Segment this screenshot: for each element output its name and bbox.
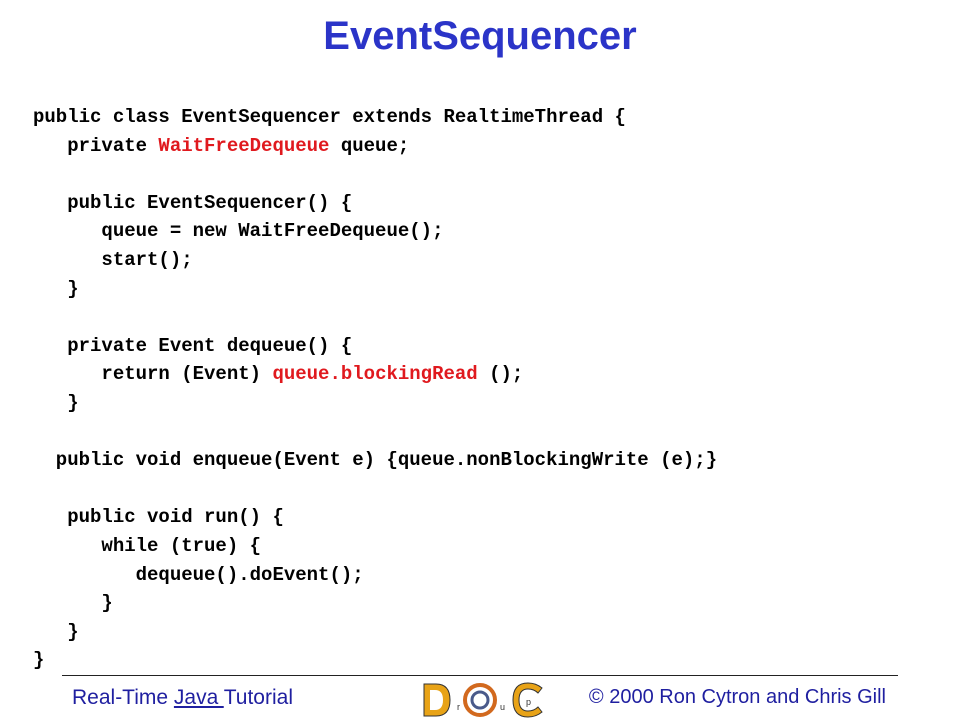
footer-copyright: © 2000 Ron Cytron and Chris Gill — [588, 686, 886, 708]
logo-c-shape — [512, 682, 543, 718]
footer-course-prefix: Real-Time — [72, 686, 174, 709]
code-text: queue; — [329, 134, 410, 157]
code-line: } — [33, 275, 79, 303]
footer-course-title: Real-Time Java Tutorial — [72, 686, 293, 710]
logo-letter-p: p — [526, 697, 531, 707]
code-text: } — [33, 592, 113, 615]
code-text: public void enqueue(Event e) {queue.nonB… — [33, 449, 718, 472]
logo-o-circle — [463, 683, 497, 717]
code-line: private WaitFreeDequeue queue; — [33, 132, 409, 160]
code-line: public void run() { — [33, 503, 284, 531]
logo-letter-r: r — [457, 702, 460, 712]
code-text: dequeue().doEvent(); — [33, 563, 364, 586]
code-text: start(); — [33, 249, 193, 271]
code-text: } — [33, 392, 79, 414]
logo-letter-u: u — [500, 702, 505, 712]
code-line: public EventSequencer() { — [33, 189, 352, 217]
code-line: } — [33, 618, 79, 646]
code-highlight: queue.blockingRead — [272, 363, 478, 386]
code-text: public EventSequencer() { — [33, 191, 353, 214]
code-line: } — [33, 646, 44, 674]
java-link[interactable]: Java — [173, 686, 224, 709]
code-text: (); — [477, 363, 524, 386]
code-text: public void run() { — [33, 506, 284, 529]
code-line: } — [33, 589, 113, 617]
code-line: return (Event) queue.blockingRead (); — [33, 360, 523, 388]
code-line: } — [33, 389, 79, 417]
code-text: } — [33, 649, 45, 672]
code-line: private Event dequeue() { — [33, 332, 352, 360]
code-line: public void enqueue(Event e) {queue.nonB… — [33, 446, 717, 474]
code-line: start(); — [33, 246, 193, 274]
doc-logo: r u p — [423, 682, 543, 718]
code-line: public class EventSequencer extends Real… — [33, 103, 626, 131]
code-line: dequeue().doEvent(); — [33, 561, 364, 589]
code-text: } — [33, 277, 79, 300]
code-text: private — [33, 134, 159, 157]
code-text: queue = new WaitFreeDequeue(); — [33, 220, 444, 243]
slide-title: EventSequencer — [323, 14, 637, 58]
code-line: queue = new WaitFreeDequeue(); — [33, 217, 443, 245]
footer-divider — [62, 675, 898, 676]
code-text: return (Event) — [33, 363, 273, 386]
code-highlight: WaitFreeDequeue — [158, 134, 330, 157]
code-line: while (true) { — [33, 532, 261, 560]
code-text: private Event dequeue() { — [33, 334, 353, 357]
code-text: public class EventSequencer extends Real… — [33, 106, 626, 128]
code-text: } — [33, 620, 79, 643]
code-text: while (true) { — [33, 535, 262, 557]
footer-course-suffix: Tutorial — [223, 686, 293, 709]
